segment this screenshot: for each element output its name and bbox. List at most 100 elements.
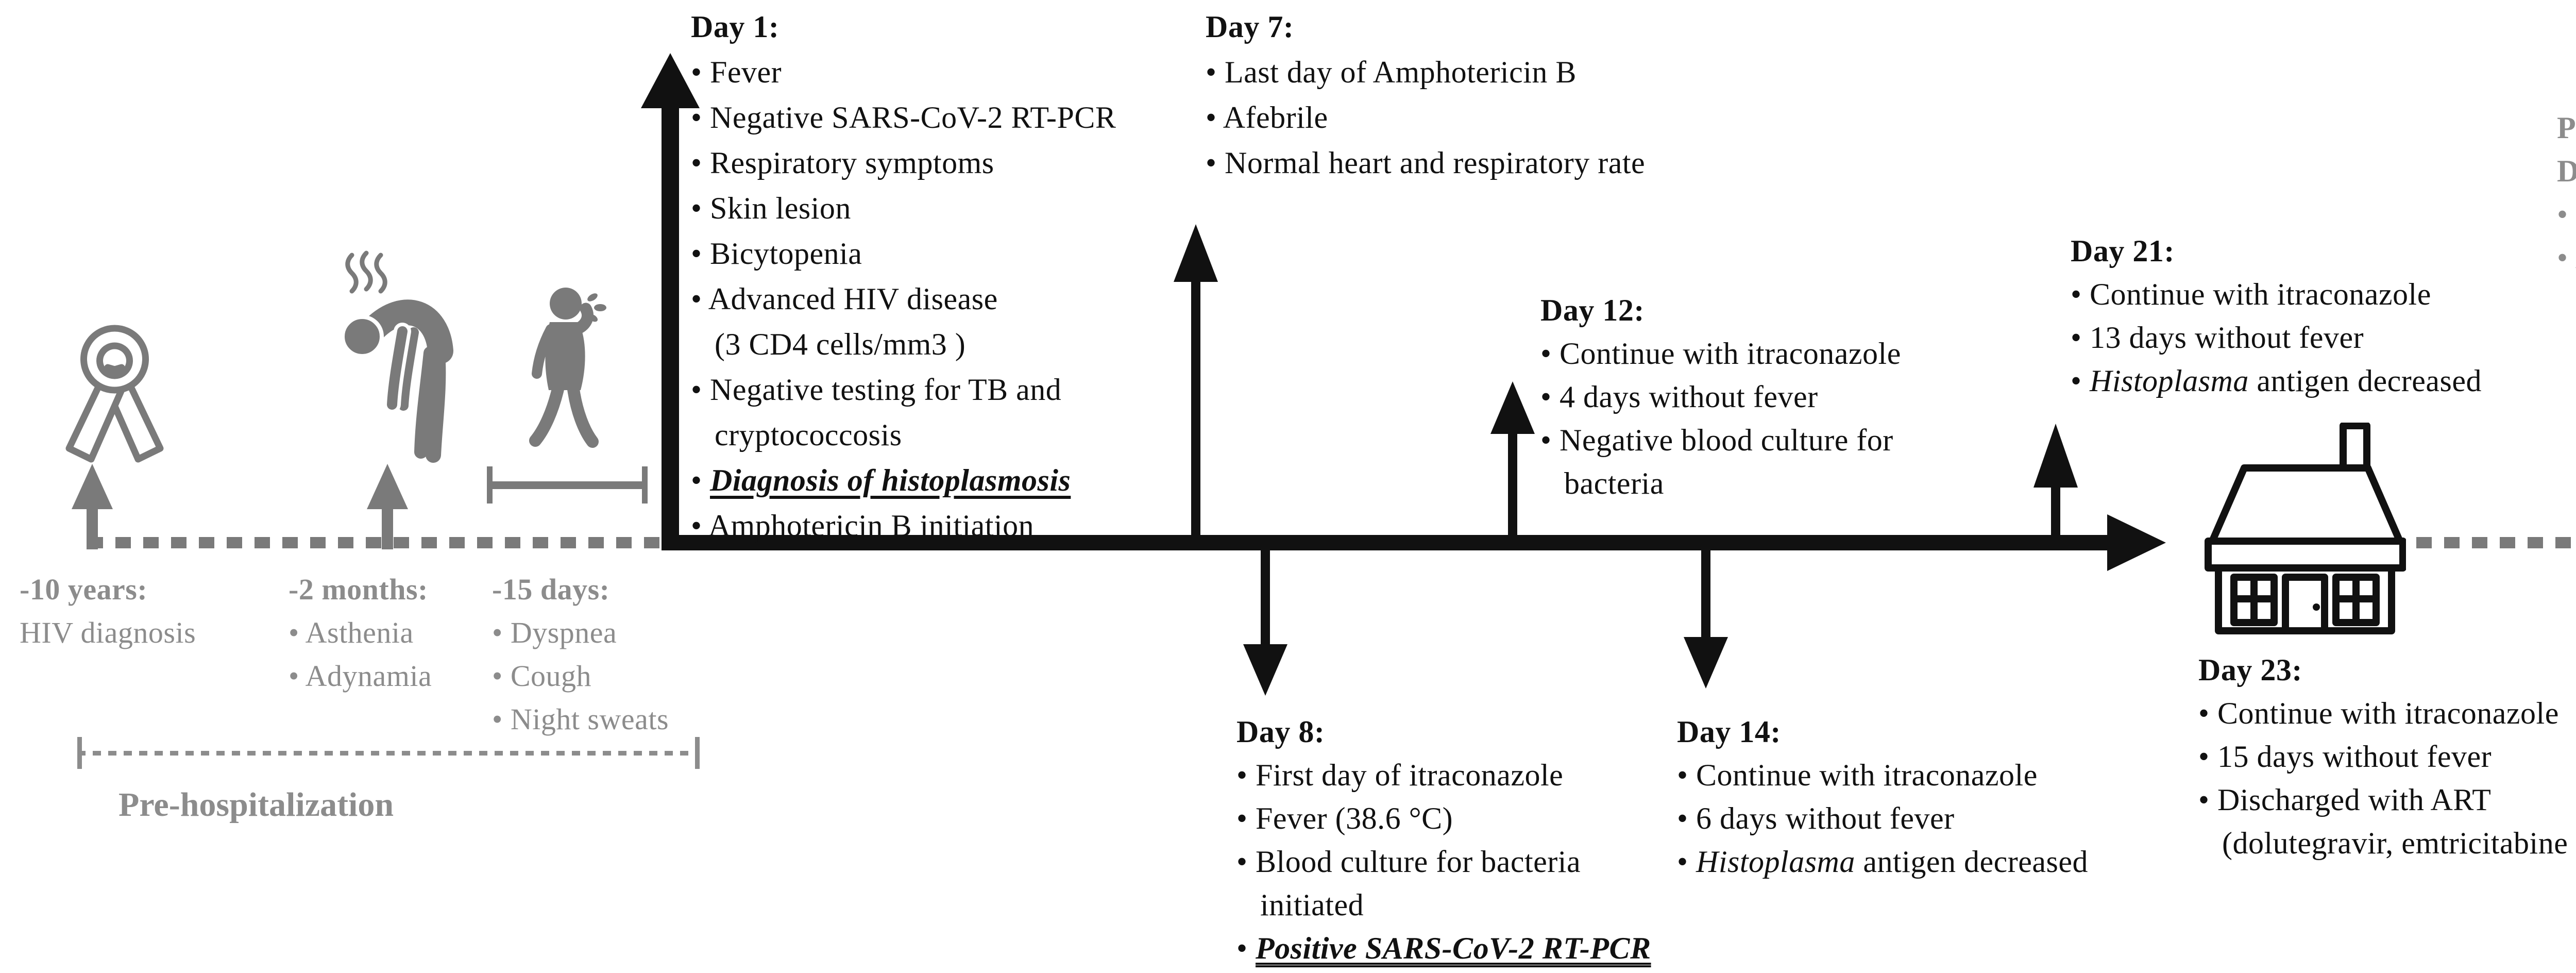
text-line: bacteria (1540, 462, 2159, 505)
bullet-marker: • (1206, 100, 1223, 135)
minus15-days-lines: • Dyspnea• Cough• Night sweats (492, 611, 729, 741)
range-bar-right-cap (642, 466, 648, 504)
day21-up-arrow-shaft (2051, 486, 2060, 536)
axis-horizontal-line (662, 535, 2108, 550)
bullet-marker: • (2071, 277, 2090, 311)
text-line: (3 CD4 cells/mm3 ) (691, 322, 1289, 367)
bullet-marker: • (492, 659, 511, 693)
text-line: initiated (1236, 883, 1886, 927)
day7-lines: • Last day of Amphotericin B• Afebrile • … (1206, 49, 1891, 186)
text-segment: 13 days without fever (2090, 321, 2364, 355)
text-line: cryptococcosis (691, 412, 1289, 458)
minus10-years-block: -10 years: HIV diagnosis (20, 568, 287, 655)
house-roof-icon (2209, 464, 2403, 545)
bullet-marker: • (1677, 758, 1697, 792)
awareness-ribbon-icon (65, 325, 164, 463)
bullet-marker: • (1206, 55, 1225, 89)
fatigue-person-icon (341, 250, 453, 463)
text-line: • Continue with itraconazole (2198, 692, 2576, 735)
text-segment: 15 days without fever (2217, 740, 2492, 774)
text-segment: Night sweats (510, 702, 669, 736)
minus2-months-title: -2 months: (289, 573, 428, 606)
text-segment: Diagnosis of histoplasmosis (710, 463, 1071, 497)
hiv-event-gray-arrow-shaft (87, 508, 98, 549)
text-line: • Negative testing for TB and (691, 367, 1289, 412)
minus15-days-block: -15 days: • Dyspnea• Cough• Night sweats (492, 568, 729, 741)
text-segment: First day of itraconazole (1256, 758, 1564, 792)
bullet-marker: • (2198, 783, 2218, 817)
text-segment: Dyspnea (510, 616, 617, 649)
day14-title: Day 14: (1677, 715, 1781, 749)
day21-block: Day 21: • Continue with itraconazole• 13… (2071, 229, 2576, 402)
day7-up-arrowhead (1174, 224, 1218, 282)
text-line: • Histoplasma antigen decreased (1677, 840, 2347, 883)
asthenia-event-gray-arrow-shaft (382, 508, 393, 549)
bullet-marker: • (691, 146, 710, 180)
text-line: • Negative SARS-CoV-2 RT-PCR (691, 95, 1289, 140)
text-segment: bacteria (1564, 466, 1664, 500)
text-segment: Normal heart and respiratory rate (1225, 146, 1646, 180)
bullet-marker: • (1540, 380, 1560, 414)
minus10-years-title: -10 years: (20, 573, 148, 606)
post-hospital-dotted-line (2416, 537, 2576, 548)
text-line: • Adynamia (289, 655, 489, 698)
text-line: • Histoplasma antigen decreased (2557, 236, 2576, 279)
bullet-marker: • (492, 702, 511, 736)
bullet-marker: • (691, 373, 710, 407)
text-segment: Blood culture for bacteria (1256, 845, 1581, 879)
text-segment: (3 CD4 cells/mm3 ) (715, 327, 966, 361)
bracket-dotted-line (77, 751, 700, 756)
day7-up-arrow-shaft (1191, 281, 1200, 536)
text-segment: Positive SARS-CoV-2 RT-PCR (1256, 931, 1651, 965)
text-line: • Negative blood culture for (1540, 418, 2159, 462)
day8-title: Day 8: (1236, 715, 1325, 749)
text-line: • Amphotericin B initiation (691, 503, 1289, 548)
bullet-marker: • (691, 55, 710, 89)
day1-lines: • Fever• Negative SARS-CoV-2 RT-PCR• Res… (691, 49, 1289, 548)
text-segment: Cough (510, 659, 591, 693)
text-segment: HIV diagnosis (20, 616, 196, 649)
text-line: • Asthenia (289, 611, 489, 655)
axis-right-arrowhead (2107, 514, 2166, 571)
bullet-marker: • (2198, 696, 2218, 730)
text-segment: Discharged with ART (2217, 783, 2492, 817)
text-segment: Negative SARS-CoV-2 RT-PCR (710, 100, 1116, 135)
text-segment: Asthenia (305, 616, 414, 649)
text-segment: Afebrile (1223, 100, 1328, 135)
bullet-marker: • (1540, 423, 1560, 457)
text-line: • Fever (691, 49, 1289, 95)
text-line: • Discharged with ART (2198, 778, 2576, 821)
coughing-person-icon (529, 288, 606, 448)
bullet-marker: • (691, 282, 708, 316)
text-segment: 4 days without fever (1560, 380, 1818, 414)
text-segment: Bicytopenia (710, 237, 862, 271)
day23-block: Day 23: • Continue with itraconazole• 15… (2198, 648, 2576, 865)
text-segment: Negative testing for TB and (710, 373, 1062, 407)
day12-lines: • Continue with itraconazole • 4 days wit… (1540, 332, 2159, 505)
bullet-marker: • (2071, 321, 2090, 355)
day7-title: Day 7: (1206, 10, 1294, 44)
text-line: • Normal heart and respiratory rate (1206, 140, 1891, 186)
day8-lines: • First day of itraconazole• Fever (38.6… (1236, 753, 1886, 970)
pre-hospitalization-label: Pre-hospitalization (118, 786, 394, 824)
house-eave-icon (2205, 538, 2406, 572)
day14-down-arrow-shaft (1701, 550, 1710, 638)
bullet-marker: • (691, 237, 710, 271)
day8-down-arrowhead (1243, 644, 1287, 696)
bullet-marker: • (691, 509, 708, 543)
text-segment: cryptococcosis (715, 418, 902, 452)
text-line: • Continue with itraconazole (2071, 273, 2576, 316)
day8-down-arrow-shaft (1261, 550, 1270, 645)
minus15-days-title: -15 days: (492, 573, 610, 606)
text-segment: antigen decreased (2248, 364, 2482, 398)
minus2-months-block: -2 months: • Asthenia• Adynamia (289, 568, 489, 698)
text-line: • Diagnosis of histoplasmosis (691, 458, 1289, 503)
text-line: HIV diagnosis (20, 611, 287, 655)
minus2-months-lines: • Asthenia• Adynamia (289, 611, 489, 698)
text-segment: Continue with itraconazole (2090, 277, 2431, 311)
day21-up-arrowhead (2033, 424, 2078, 488)
text-line: • 15 days without fever (2198, 735, 2576, 778)
text-line: • Continue with itraconazole (1540, 332, 2159, 375)
text-line: • Respiratory symptoms (691, 140, 1289, 186)
text-segment: Last day of Amphotericin B (1225, 55, 1577, 89)
